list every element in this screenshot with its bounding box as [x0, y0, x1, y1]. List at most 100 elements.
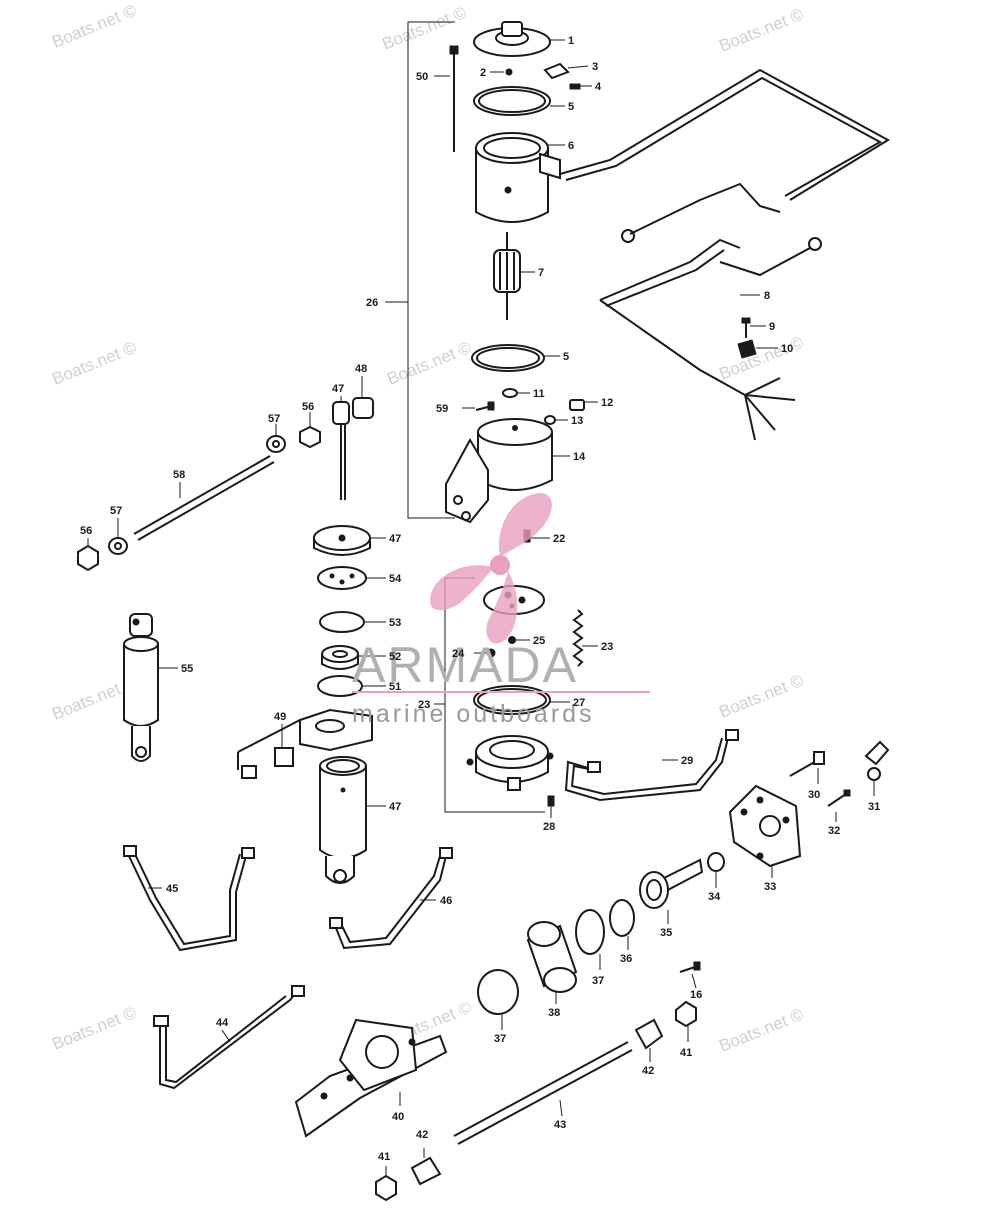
spring-23	[572, 609, 598, 667]
screw-59	[462, 401, 495, 411]
propeller-icon	[430, 493, 552, 644]
callout-25: 25	[533, 635, 545, 647]
callout-32: 32	[828, 825, 840, 837]
callout-56-lower: 56	[80, 525, 92, 537]
callout-56-upper: 56	[302, 401, 314, 413]
o-ring-53	[319, 611, 386, 633]
manifold-block-49	[237, 708, 373, 779]
callout-36: 36	[620, 953, 632, 965]
bolt-30	[789, 751, 825, 784]
screw-32	[827, 789, 851, 822]
watermark-text: Boats.net ©	[49, 1003, 139, 1054]
callout-45: 45	[166, 883, 178, 895]
callout-57-upper: 57	[268, 413, 280, 425]
pivot-pin-58	[133, 455, 275, 541]
callout-9: 9	[769, 321, 775, 333]
nut-56-lower	[77, 538, 99, 572]
hydraulic-line-44	[153, 985, 305, 1090]
watermark-text: Boats.net ©	[716, 1005, 806, 1056]
callout-11: 11	[533, 388, 545, 400]
shaft-35	[639, 858, 704, 924]
brand-name: ARMADA	[352, 637, 578, 693]
watermark-text: Boats.net ©	[716, 333, 806, 384]
pump-base	[466, 735, 554, 791]
callout-12: 12	[601, 397, 613, 409]
plug-12	[569, 399, 598, 411]
bracket-33	[728, 784, 802, 878]
callout-38: 38	[548, 1007, 560, 1019]
callout-41-lower: 41	[378, 1151, 390, 1163]
callout-10: 10	[781, 343, 793, 355]
nut-41-upper	[675, 1000, 697, 1042]
callout-13: 13	[571, 415, 583, 427]
fitting-28	[547, 795, 555, 818]
callout-27: 27	[573, 697, 585, 709]
watermark-text: Boats.net ©	[716, 671, 806, 722]
o-ring-37-lower	[477, 969, 519, 1030]
brand-tagline: marine outboards	[352, 700, 595, 728]
small-screw-4	[569, 83, 592, 90]
mounting-bracket-40	[294, 1018, 448, 1138]
motor-housing	[475, 132, 565, 223]
callout-29: 29	[681, 755, 693, 767]
callout-5: 5	[568, 101, 574, 113]
armature	[493, 232, 535, 320]
watermark-text: Boats.net ©	[716, 5, 806, 56]
callout-44: 44	[216, 1017, 229, 1029]
callout-59: 59	[436, 403, 448, 415]
screw-16	[679, 961, 701, 989]
ball-25	[508, 636, 530, 644]
callout-28: 28	[543, 821, 555, 833]
callout-43: 43	[554, 1119, 566, 1131]
callout-31: 31	[868, 801, 880, 813]
washer-57-lower	[108, 518, 128, 555]
elbow-31	[864, 740, 890, 796]
fitting-42-lower	[410, 1148, 442, 1186]
callout-labels: 1 2 3 4 5 6 7 8 9 10 5 11 12 13 14 22 26…	[80, 35, 880, 1163]
watermark-text: Boats.net ©	[49, 1, 139, 52]
callout-57-lower: 57	[110, 505, 122, 517]
callout-48: 48	[355, 363, 367, 375]
hydraulic-line-45	[123, 845, 255, 952]
tie-rod	[434, 45, 459, 152]
callout-4: 4	[595, 81, 602, 93]
callout-30: 30	[808, 789, 820, 801]
sleeve-38	[526, 921, 578, 1004]
watermark-text: Boats.net ©	[384, 338, 474, 389]
watermark-text: Boats.net ©	[49, 338, 139, 389]
hydraulic-line-29	[564, 729, 739, 802]
o-ring-upper	[473, 86, 565, 116]
tie-rod-43	[453, 1041, 633, 1145]
callout-7: 7	[538, 267, 544, 279]
callout-35: 35	[660, 927, 672, 939]
brand-logo: ARMADA marine outboards	[352, 493, 650, 728]
shock-absorber-55	[123, 613, 178, 762]
callout-33: 33	[764, 881, 776, 893]
callout-50: 50	[416, 71, 428, 83]
trim-rod-47	[332, 396, 350, 500]
callout-47-cylinder: 47	[389, 801, 401, 813]
o-ring-34	[707, 852, 725, 888]
callout-37-lower: 37	[494, 1033, 506, 1045]
callout-34: 34	[708, 891, 721, 903]
callout-1: 1	[568, 35, 574, 47]
brush-plate	[543, 62, 589, 80]
o-ring-middle	[471, 344, 560, 372]
callout-47-rod: 47	[332, 383, 344, 395]
bushing-48	[352, 376, 374, 419]
nut-56-upper	[299, 412, 321, 449]
callout-53: 53	[389, 617, 401, 629]
callout-23-assembly: 23	[418, 699, 430, 711]
callout-47-cap: 47	[389, 533, 401, 545]
callout-41-upper: 41	[680, 1047, 692, 1059]
fitting-42-upper	[634, 1018, 664, 1062]
watermarks: Boats.net © Boats.net © Boats.net © Boat…	[49, 1, 806, 1056]
callout-58: 58	[173, 469, 185, 481]
callout-37-upper: 37	[592, 975, 604, 987]
hydraulic-line-46	[329, 847, 453, 950]
o-ring-36	[609, 899, 635, 950]
end-cap-47	[313, 525, 386, 556]
callout-51: 51	[389, 681, 401, 693]
wire-harness	[559, 68, 890, 441]
